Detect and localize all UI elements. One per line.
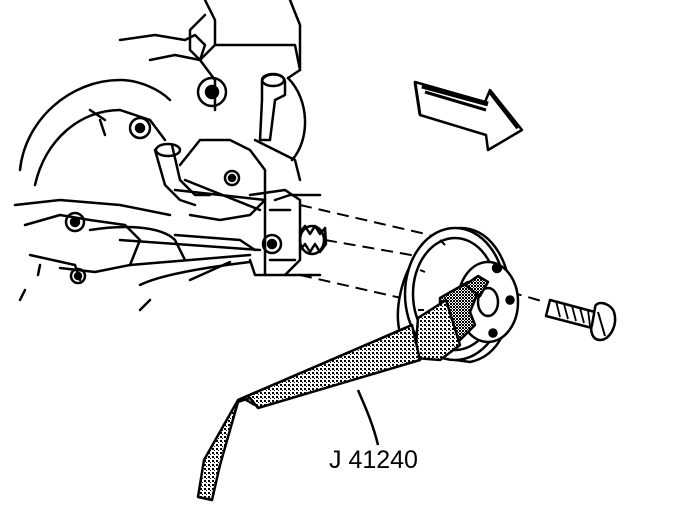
engine-block-icon	[13, 0, 328, 312]
leader-line	[356, 389, 380, 446]
holding-tool-icon	[196, 274, 490, 502]
tool-label: J 41240	[329, 446, 418, 474]
bolt-icon	[544, 298, 617, 342]
direction-arrow-icon	[413, 80, 524, 152]
